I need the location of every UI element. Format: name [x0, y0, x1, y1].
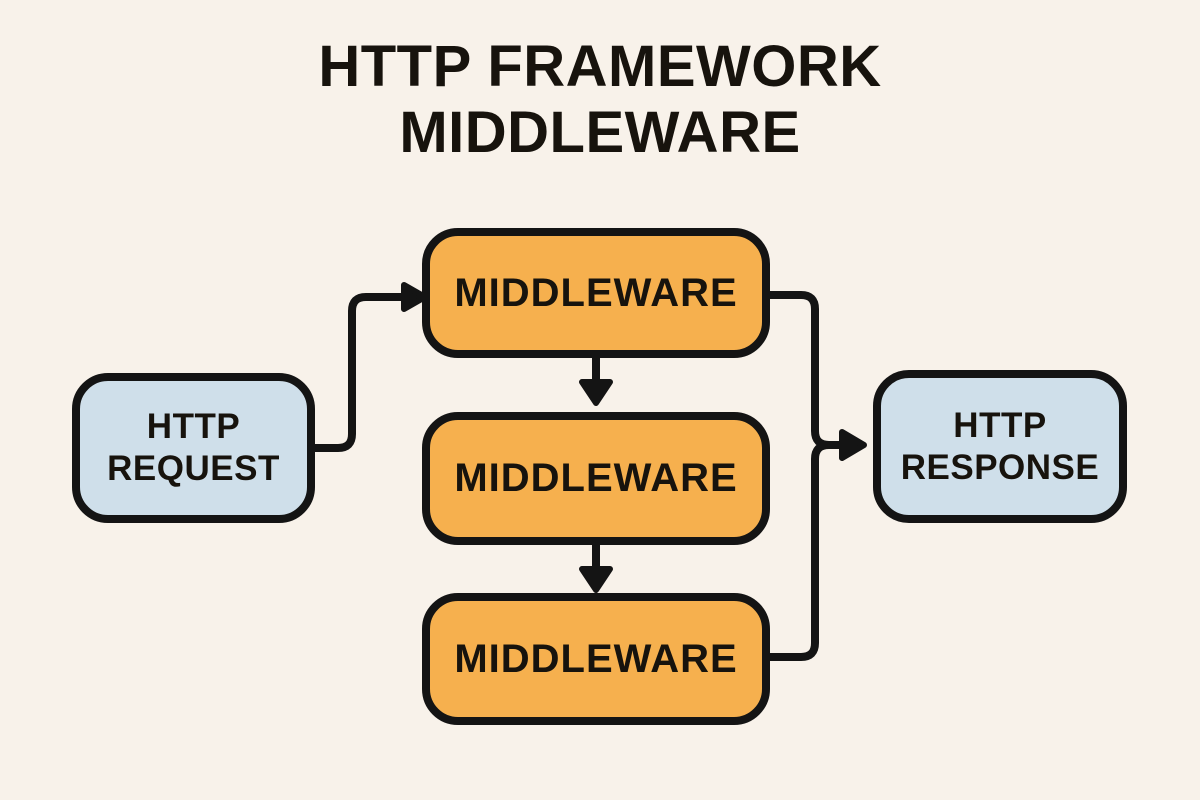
- edge-middleware1-to-response: [770, 291, 842, 449]
- arrowhead-right-response: [839, 429, 867, 461]
- node-http-request: HTTP REQUEST: [72, 373, 315, 523]
- node-http-request-label-line1: HTTP: [146, 407, 241, 446]
- node-middleware-1: MIDDLEWARE: [422, 228, 770, 358]
- node-http-response: HTTP RESPONSE: [873, 370, 1127, 523]
- node-middleware-1-label: MIDDLEWARE: [454, 270, 738, 315]
- edge-request-to-middleware1: [314, 293, 404, 452]
- diagram-title: HTTP FRAMEWORK MIDDLEWARE: [0, 34, 1200, 166]
- node-middleware-2-label: MIDDLEWARE: [454, 456, 738, 500]
- node-http-request-label-line2: REQUEST: [107, 449, 280, 488]
- edge-middleware3-to-response: [770, 441, 842, 661]
- arrowhead-right-middleware1: [401, 282, 428, 312]
- node-middleware-3-label: MIDDLEWARE: [454, 636, 738, 681]
- arrowhead-down-middleware3: [579, 566, 613, 593]
- node-http-response-label-line1: HTTP: [953, 405, 1047, 445]
- diagram-title-line1: HTTP FRAMEWORK: [318, 34, 882, 99]
- diagram-title-line2: MIDDLEWARE: [399, 100, 801, 166]
- node-http-response-label-line2: RESPONSE: [900, 447, 1100, 487]
- node-middleware-2: MIDDLEWARE: [422, 412, 770, 545]
- node-middleware-3: MIDDLEWARE: [422, 593, 770, 725]
- arrowhead-down-middleware2: [579, 379, 613, 406]
